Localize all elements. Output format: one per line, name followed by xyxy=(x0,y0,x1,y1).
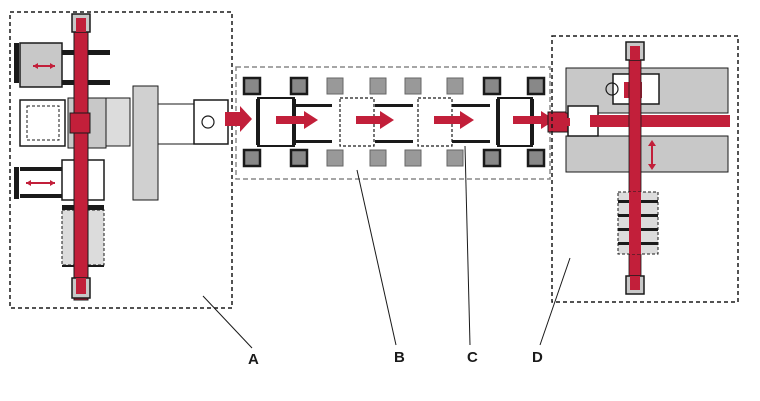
rail-carriage-a xyxy=(69,112,91,134)
transfer-section xyxy=(225,66,571,180)
section-d xyxy=(551,35,739,303)
label-d: D xyxy=(532,349,543,366)
leader-lines xyxy=(202,145,571,349)
section-a xyxy=(9,11,233,309)
flywheel-a xyxy=(132,85,159,201)
coupling-a xyxy=(105,97,131,147)
lower-plate-d xyxy=(565,135,729,173)
shaft-a xyxy=(157,103,195,145)
label-a: A xyxy=(248,351,259,368)
transfer-separator-bars xyxy=(296,104,490,143)
horizontal-rail-d xyxy=(590,115,730,127)
label-b: B xyxy=(394,349,405,366)
chuck-a xyxy=(193,99,229,145)
label-c: C xyxy=(467,349,478,366)
vertical-rail-a xyxy=(73,17,89,301)
section-d-boundary xyxy=(551,35,739,303)
